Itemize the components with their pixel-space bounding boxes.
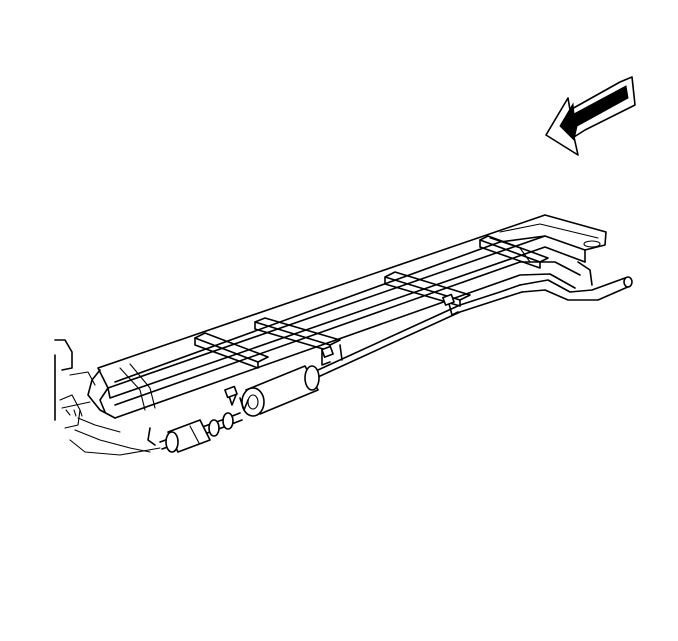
- muffler: [241, 365, 320, 417]
- tailpipe: [519, 261, 633, 301]
- frame-crossmembers: [194, 235, 549, 369]
- direction-arrow-icon: [545, 76, 636, 156]
- frame-rails: [87, 214, 607, 419]
- exhaust-hangers: [147, 293, 459, 446]
- engine-outline: [54, 339, 161, 456]
- catalytic-converter: [165, 412, 234, 453]
